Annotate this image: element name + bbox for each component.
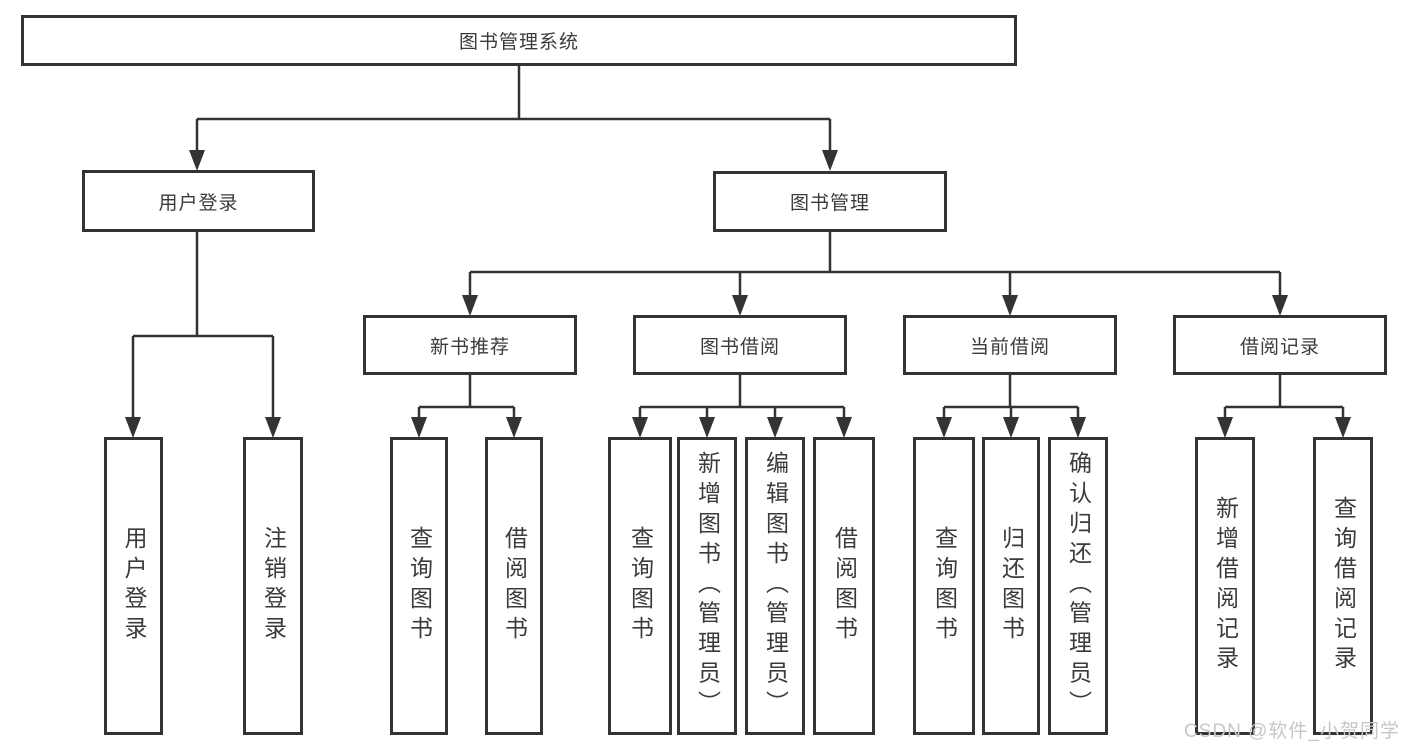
leaf-return-books: 归还图书 bbox=[982, 437, 1040, 735]
leaf-query-books-current-label: 查询图书 bbox=[931, 526, 958, 646]
leaf-query-books-borrowing: 查询图书 bbox=[608, 437, 672, 735]
node-borrowing-records: 借阅记录 bbox=[1173, 315, 1387, 375]
node-user-login: 用户登录 bbox=[82, 170, 315, 232]
leaf-query-books-borrowing-label: 查询图书 bbox=[627, 526, 654, 646]
leaf-query-borrow-record: 查询借阅记录 bbox=[1313, 437, 1373, 735]
node-book-borrowing-label: 图书借阅 bbox=[699, 336, 780, 358]
leaf-add-borrow-record: 新增借阅记录 bbox=[1195, 437, 1255, 735]
leaf-user-login: 用户登录 bbox=[104, 437, 163, 735]
leaf-borrow-books-recommend: 借阅图书 bbox=[485, 437, 543, 735]
leaf-logout: 注销登录 bbox=[243, 437, 303, 735]
node-current-borrowing-label: 当前借阅 bbox=[969, 336, 1050, 358]
node-library-system: 图书管理系统 bbox=[21, 15, 1017, 66]
node-user-login-label: 用户登录 bbox=[158, 192, 239, 214]
node-book-management-label: 图书管理 bbox=[789, 193, 870, 214]
node-new-book-recommend-label: 新书推荐 bbox=[429, 336, 510, 358]
leaf-add-book-admin-label: 新增图书（管理员） bbox=[694, 451, 721, 721]
leaf-query-borrow-record-label: 查询借阅记录 bbox=[1330, 496, 1357, 676]
node-book-borrowing: 图书借阅 bbox=[633, 315, 847, 375]
leaf-borrow-books-recommend-label: 借阅图书 bbox=[501, 526, 528, 646]
node-new-book-recommend: 新书推荐 bbox=[363, 315, 577, 375]
node-book-management: 图书管理 bbox=[713, 171, 947, 232]
leaf-edit-book-admin-label: 编辑图书（管理员） bbox=[762, 451, 789, 721]
leaf-add-borrow-record-label: 新增借阅记录 bbox=[1212, 496, 1239, 676]
csdn-watermark: CSDN @软件_小贺同学 bbox=[1184, 721, 1400, 742]
node-borrowing-records-label: 借阅记录 bbox=[1239, 336, 1320, 358]
leaf-confirm-return-admin-label: 确认归还（管理员） bbox=[1065, 451, 1092, 721]
leaf-borrow-books-borrowing-label: 借阅图书 bbox=[831, 526, 858, 646]
leaf-logout-label: 注销登录 bbox=[260, 526, 287, 646]
node-library-system-label: 图书管理系统 bbox=[458, 32, 579, 53]
node-current-borrowing: 当前借阅 bbox=[903, 315, 1117, 375]
leaf-return-books-label: 归还图书 bbox=[998, 526, 1025, 646]
leaf-add-book-admin: 新增图书（管理员） bbox=[677, 437, 737, 735]
leaf-user-login-label: 用户登录 bbox=[121, 526, 147, 646]
leaf-query-books-recommend: 查询图书 bbox=[390, 437, 448, 735]
leaf-borrow-books-borrowing: 借阅图书 bbox=[813, 437, 875, 735]
leaf-confirm-return-admin: 确认归还（管理员） bbox=[1048, 437, 1108, 735]
leaf-edit-book-admin: 编辑图书（管理员） bbox=[745, 437, 805, 735]
leaf-query-books-recommend-label: 查询图书 bbox=[406, 526, 433, 646]
leaf-query-books-current: 查询图书 bbox=[913, 437, 975, 735]
